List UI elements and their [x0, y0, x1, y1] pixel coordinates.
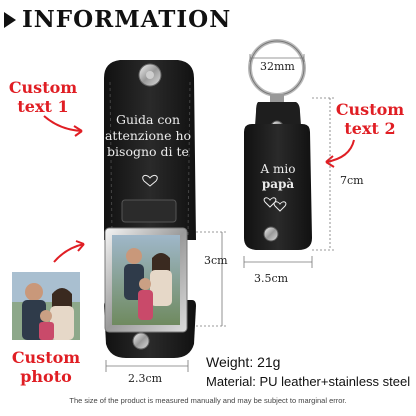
dimension-lines — [105, 54, 336, 372]
engraving-line: attenzione ho — [104, 128, 192, 143]
engraving-line: bisogno di te — [107, 144, 189, 159]
spec-weight: Weight: 21g — [206, 354, 281, 370]
dimension-tag-width: 3.5cm — [254, 272, 289, 285]
page-title: INFORMATION — [22, 6, 232, 33]
spec-material: Material: PU leather+stainless steel — [206, 374, 411, 389]
dimension-tag-height: 7cm — [340, 174, 364, 187]
callout-label: Custom — [8, 78, 78, 97]
engraving-line: Guida con — [115, 112, 181, 127]
title-arrow-icon — [4, 12, 16, 28]
callout-custom-text-1: Custom text 1 — [4, 78, 82, 116]
large-keychain-engraving: Guida con attenzione ho bisogno di te — [96, 112, 200, 160]
dimension-photo-width: 2.3cm — [128, 372, 163, 385]
sample-photo — [12, 272, 80, 340]
callout-custom-photo: Custom photo — [6, 348, 86, 386]
engraving-line: papà — [261, 177, 295, 191]
callout-arrow-photo — [53, 243, 85, 263]
callout-custom-text-2: Custom text 2 — [330, 100, 410, 138]
engraving-line: A mio — [260, 162, 296, 176]
callout-label: Custom — [11, 348, 81, 367]
large-keychain — [104, 60, 196, 358]
small-keychain — [244, 39, 312, 250]
callout-label: text 2 — [344, 119, 396, 138]
heart-icon — [142, 174, 158, 187]
dimension-ring-width: 32mm — [260, 60, 295, 73]
callout-label: Custom — [335, 100, 405, 119]
dimension-photo-height: 3cm — [204, 254, 228, 267]
callout-label: text 1 — [17, 97, 69, 116]
double-heart-icon — [263, 197, 287, 212]
callout-arrow-text2 — [325, 139, 355, 163]
small-keychain-engraving: A mio papà — [244, 162, 312, 192]
callout-label: photo — [20, 367, 72, 386]
callout-arrow-text1 — [43, 115, 83, 132]
footer-note: The size of the product is measured manu… — [69, 396, 347, 405]
